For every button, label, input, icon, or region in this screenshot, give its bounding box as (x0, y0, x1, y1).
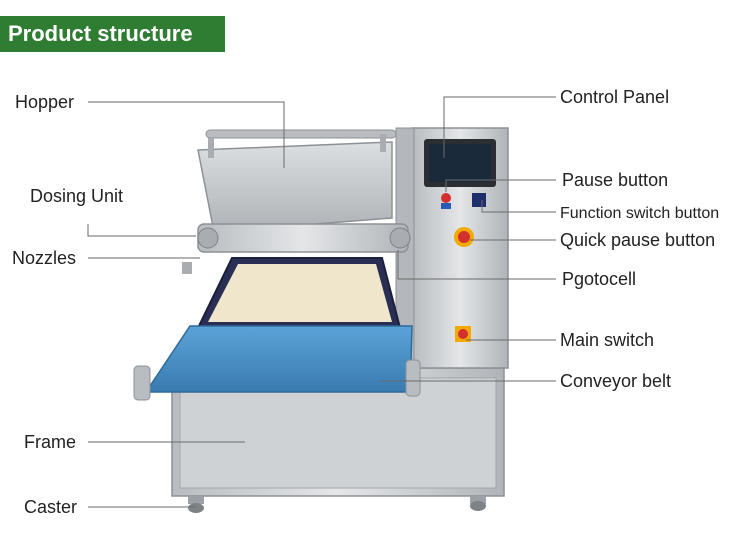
dosing-unit-leader (87, 224, 196, 237)
conveyor-belt (133, 325, 421, 401)
label-pause-button: Pause button (562, 170, 669, 190)
label-quick-pause-button: Quick pause button (560, 230, 716, 250)
nozzle-rail (182, 262, 192, 274)
dosing-unit (197, 223, 411, 253)
label-pgotocell: Pgotocell (562, 269, 637, 289)
control-panel-leader (443, 96, 556, 158)
control-panel-screen (424, 139, 496, 187)
pause-button-leader (445, 179, 556, 192)
label-hopper: Hopper (15, 92, 75, 112)
hopper (197, 129, 397, 233)
label-caster: Caster (24, 497, 78, 517)
label-control-panel: Control Panel (560, 87, 670, 107)
section-title: Product structure (0, 16, 225, 52)
pause-button-cap (441, 193, 451, 203)
caster-wheels (188, 496, 486, 513)
pgotocell-leader (397, 250, 556, 280)
hopper-leader (88, 101, 285, 168)
label-nozzles: Nozzles (12, 248, 77, 268)
label-conveyor-belt: Conveyor belt (560, 371, 672, 391)
label-main-switch: Main switch (560, 330, 655, 350)
baking-tray (196, 257, 402, 329)
label-function-switch-button: Function switch button (560, 205, 720, 222)
function-switch-leader (481, 200, 556, 213)
leader-lines (87, 96, 556, 508)
quick-pause-cap (458, 231, 470, 243)
function-switch (472, 193, 486, 207)
label-dosing-unit: Dosing Unit (30, 186, 124, 206)
label-frame: Frame (24, 432, 77, 452)
pause-button-body (441, 203, 451, 209)
main-switch-knob (458, 329, 468, 339)
